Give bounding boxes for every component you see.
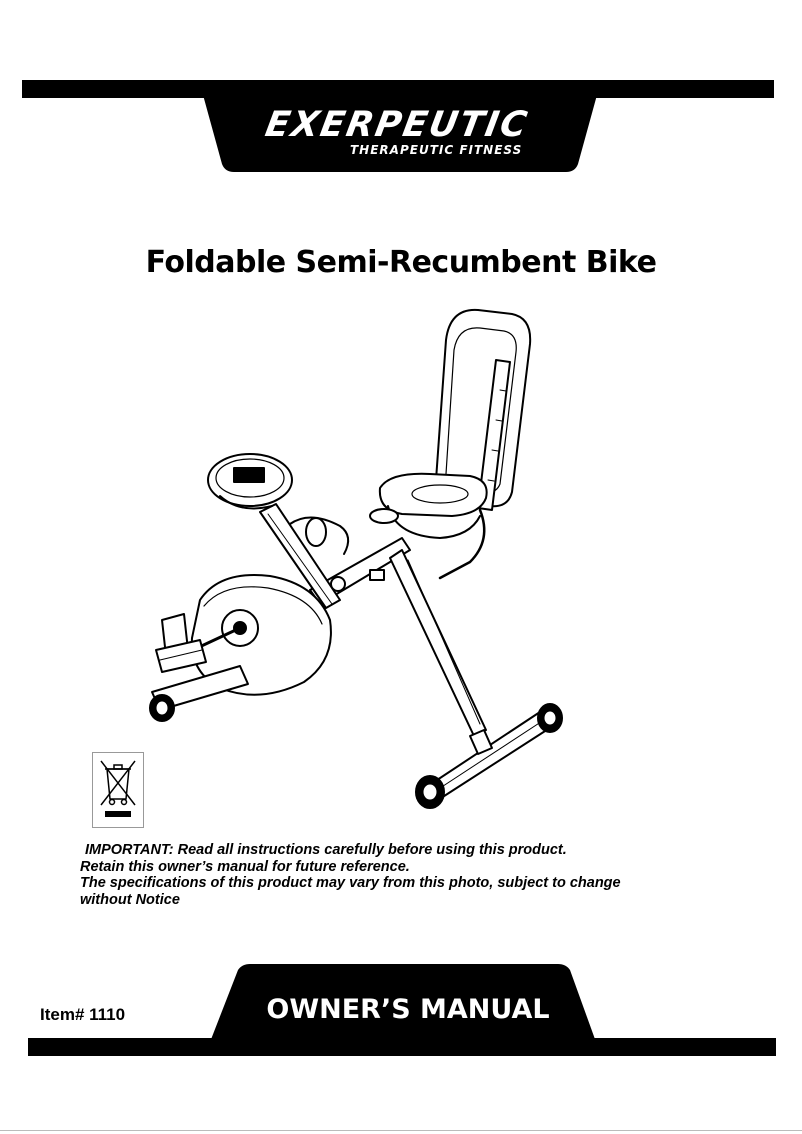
notice-line-4: without Notice bbox=[80, 891, 180, 908]
exercise-bike-illustration bbox=[149, 308, 563, 809]
top-banner bbox=[22, 80, 774, 172]
notice-line-2: Retain this owner’s manual for future re… bbox=[80, 858, 410, 875]
page-edge-divider bbox=[0, 1130, 802, 1131]
item-number: Item# 1110 bbox=[40, 1005, 126, 1024]
owners-manual-label: OWNER’S MANUAL bbox=[266, 994, 550, 1025]
notice-line-1: IMPORTANT: Read all instructions careful… bbox=[85, 842, 567, 858]
brand-tagline: THERAPEUTIC FITNESS bbox=[350, 143, 523, 157]
product-title: Foldable Semi-Recumbent Bike bbox=[145, 245, 657, 280]
brand-logo: EXERPEUTIC bbox=[262, 105, 532, 145]
bottom-banner bbox=[28, 964, 776, 1056]
important-notice: IMPORTANT: Read all instructions careful… bbox=[80, 842, 740, 908]
crossed-out-wheeled-bin-icon bbox=[92, 752, 144, 828]
notice-line-3: The specifications of this product may v… bbox=[80, 875, 621, 891]
